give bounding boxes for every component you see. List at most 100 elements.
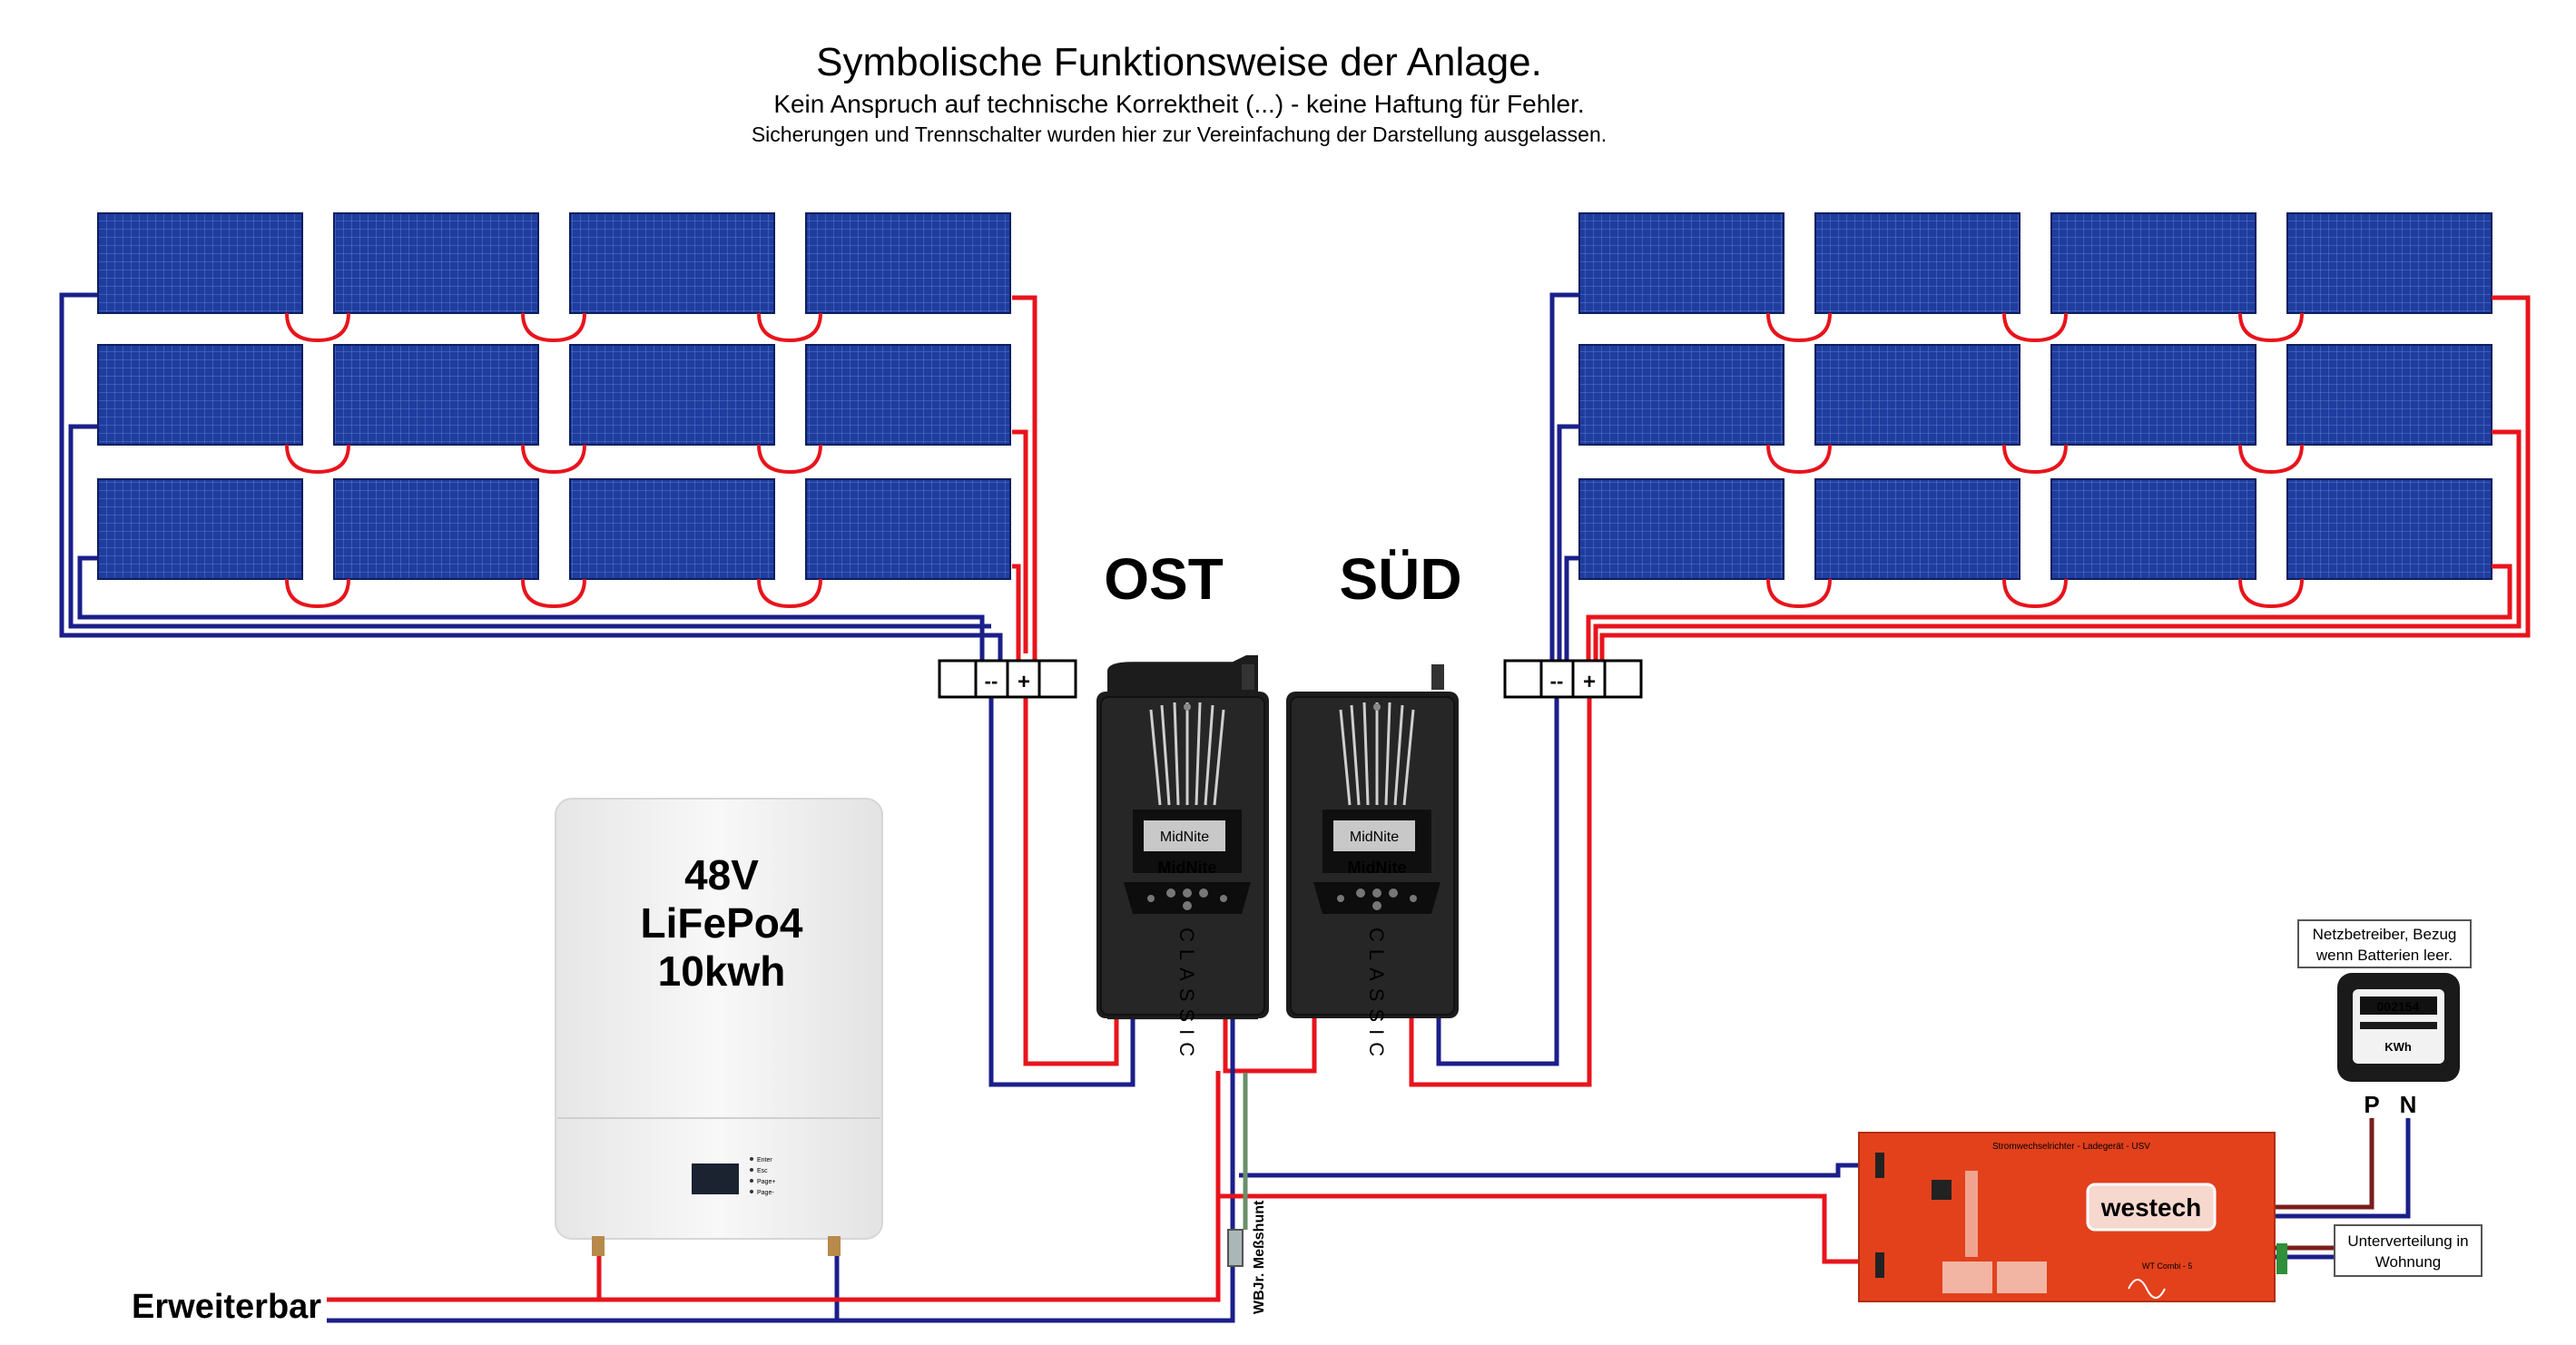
panel-connector	[521, 444, 586, 475]
controller-model: CLASSIC	[1175, 928, 1198, 1064]
meter-unit: KWh	[2384, 1040, 2412, 1054]
panel-connector	[757, 578, 822, 609]
panel-connector	[2238, 444, 2304, 475]
battery-chemistry: LiFePo4	[641, 899, 803, 947]
battery-button-label: Page+	[757, 1179, 775, 1185]
meter-reading: 002154	[2377, 999, 2420, 1014]
solar-panel	[1578, 478, 1785, 580]
meter-caption-line2: wenn Batterien leer.	[2315, 947, 2453, 964]
terminal-block-south: -- +	[1503, 659, 1643, 699]
electricity-meter: Netzbetreiber, Bezug wenn Batterien leer…	[2297, 919, 2472, 1118]
solar-array-south	[1578, 212, 2492, 580]
inverter-model: WT Combi - 5	[2142, 1262, 2192, 1271]
positive-wire	[1012, 429, 1028, 653]
meter-phase-label: P	[2364, 1091, 2379, 1118]
battery-button-label: Enter	[757, 1157, 772, 1163]
wiring	[59, 292, 2531, 1323]
distribution-box: Unterverteilung in Wohnung	[2334, 1224, 2483, 1277]
solar-panel	[333, 212, 539, 314]
positive-wire	[596, 1196, 1221, 1302]
controller-brand: MidNite	[1158, 859, 1217, 877]
solar-panel	[569, 344, 775, 446]
charge-controller-east: MidNite MidNite CLASSIC	[1096, 655, 1269, 1064]
solar-panel	[2050, 478, 2256, 580]
solar-panel	[97, 212, 303, 314]
distribution-line1: Unterverteilung in	[2347, 1232, 2468, 1250]
controller-model: CLASSIC	[1365, 928, 1388, 1064]
solar-panel	[1578, 344, 1785, 446]
controller-east-label: OST	[1104, 546, 1224, 612]
charge-controller-south: MidNite MidNite CLASSIC	[1286, 664, 1459, 1064]
solar-panel	[569, 478, 775, 580]
solar-panel	[805, 212, 1011, 314]
solar-panel	[2050, 212, 2256, 314]
terminal-minus-label: --	[1550, 670, 1564, 692]
negative-wire	[1564, 555, 1579, 661]
solar-panel	[97, 478, 303, 580]
solar-panel	[333, 478, 539, 580]
inverter-brand: westech	[2100, 1193, 2202, 1222]
panel-connector	[285, 578, 350, 609]
solar-panel	[2286, 478, 2492, 580]
meter-caption-line1: Netzbetreiber, Bezug	[2313, 926, 2457, 943]
panel-connector	[757, 312, 822, 343]
inverter-header: Stromwechselrichter - Ladegerät - USV	[1992, 1142, 2150, 1152]
solar-panel	[2286, 344, 2492, 446]
solar-panel	[1578, 212, 1785, 314]
panel-connector	[285, 444, 350, 475]
negative-wire	[834, 1018, 1235, 1323]
positive-wire	[1023, 697, 1119, 1066]
positive-wire	[1012, 295, 1037, 661]
panel-connector	[2238, 578, 2304, 609]
terminal-plus-label: +	[1583, 670, 1596, 694]
solar-panel	[1814, 212, 2020, 314]
diagram-note: Sicherungen und Trennschalter wurden hie…	[752, 123, 1607, 146]
phase-wire	[2275, 1118, 2374, 1210]
panel-connector	[1766, 312, 1832, 343]
solar-panel	[333, 344, 539, 446]
positive-wire	[1599, 295, 2531, 661]
panel-connector	[1766, 578, 1832, 609]
battery-button-label: Esc	[757, 1168, 768, 1174]
negative-wire	[59, 292, 1003, 661]
diagram-title: Symbolische Funktionsweise der Anlage.	[816, 40, 1542, 84]
solar-panel	[97, 344, 303, 446]
solar-array-east	[97, 212, 1011, 580]
inverter: Stromwechselrichter - Ladegerät - USV we…	[1858, 1132, 2287, 1302]
controller-brand: MidNite	[1348, 859, 1407, 877]
negative-wire	[1549, 292, 1579, 661]
positive-wire	[1223, 1018, 1317, 1074]
negative-wire	[988, 697, 1136, 1087]
controller-display-text: MidNite	[1350, 830, 1399, 845]
solar-panel	[2286, 212, 2492, 314]
solar-panel	[805, 344, 1011, 446]
terminal-block-east: -- +	[938, 659, 1077, 699]
controller-south-label: SÜD	[1339, 546, 1461, 612]
panel-connector	[757, 444, 822, 475]
panel-connector	[285, 312, 350, 343]
panel-connector	[521, 578, 586, 609]
panel-connector	[2238, 312, 2304, 343]
terminal-minus-label: --	[985, 670, 998, 692]
positive-wire	[1593, 429, 2522, 661]
shunt-label: WBJr. Meßshunt	[1252, 1200, 1267, 1314]
negative-wire	[68, 424, 991, 629]
negative-wire	[1239, 1163, 1875, 1178]
terminal-plus-label: +	[1018, 670, 1030, 694]
positive-wire	[1012, 564, 1021, 661]
solar-panel	[2050, 344, 2256, 446]
solar-panel	[805, 478, 1011, 580]
diagram-subtitle: Kein Anspruch auf technische Korrektheit…	[773, 90, 1584, 118]
expandable-label: Erweiterbar	[132, 1288, 321, 1326]
battery-capacity: 10kwh	[658, 947, 786, 995]
measuring-shunt	[1227, 1229, 1244, 1267]
controller-display-text: MidNite	[1160, 830, 1209, 845]
panel-connector	[2002, 578, 2068, 609]
panel-connector	[521, 312, 586, 343]
battery-pack: Enter Esc Page+ Page- 48V LiFePo4 10kwh	[555, 798, 883, 1256]
panel-connector	[2002, 444, 2068, 475]
solar-panel	[569, 212, 775, 314]
solar-panel	[1814, 344, 2020, 446]
solar-panel	[1814, 478, 2020, 580]
